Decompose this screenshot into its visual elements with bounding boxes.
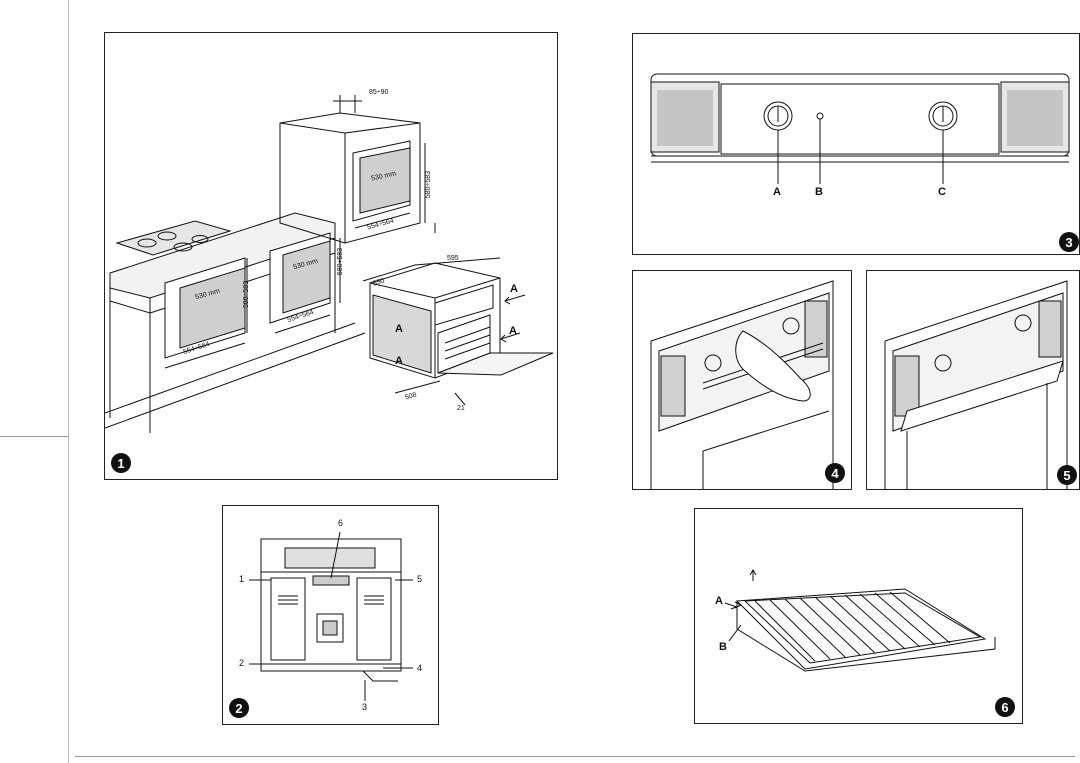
control-label-b: B <box>815 186 823 198</box>
figure-1-badge: 1 <box>111 453 131 473</box>
dim-cavity-height-mid: 580÷583 <box>337 247 345 276</box>
figure-2-oven-rear-diagram: 1 2 3 4 5 6 2 <box>222 505 439 725</box>
arrow-label-a-2: A <box>509 325 517 337</box>
figure-2-badge: 2 <box>229 698 249 718</box>
figure-5-badge: 5 <box>1057 465 1077 485</box>
figure-2-drawing <box>249 531 413 701</box>
dim-cavity-height-left: 580÷583 <box>243 280 251 309</box>
control-label-c: C <box>938 186 946 198</box>
callout-3: 3 <box>362 702 368 712</box>
figure-1-drawing <box>105 95 554 433</box>
margin-rule-left <box>0 436 68 437</box>
rack-label-a: A <box>715 595 723 607</box>
figure-6-drawing <box>724 569 996 672</box>
callout-2: 2 <box>239 658 245 668</box>
figure-3-control-panel-diagram: A B C 3 <box>632 33 1080 255</box>
dim-oven-front: 21 <box>457 405 465 412</box>
bottom-rule <box>75 756 1075 757</box>
callout-6: 6 <box>338 518 344 528</box>
margin-rule-vertical <box>68 0 69 763</box>
callout-4: 4 <box>417 663 423 673</box>
figure-3-drawing <box>650 73 1070 184</box>
figure-4-drawing <box>650 280 834 489</box>
arrow-label-a-4: A <box>395 355 403 367</box>
figure-4-panel-open-illustration: 4 <box>632 270 852 490</box>
figure-3-badge: 3 <box>1059 232 1079 252</box>
figure-1-installation-diagram: 85÷90 530 mm 580÷583 554÷564 530 mm 580÷… <box>104 32 558 480</box>
figure-5-drawing <box>884 280 1068 489</box>
callout-5: 5 <box>417 574 423 584</box>
figure-6-oven-rack-diagram: A B 6 <box>694 508 1023 724</box>
rack-label-b: B <box>719 641 727 653</box>
dim-oven-depth: 595 <box>447 255 459 262</box>
figure-5-panel-lowered-illustration: 5 <box>866 270 1080 490</box>
control-label-a: A <box>773 186 781 198</box>
dim-top-offset: 85÷90 <box>369 89 389 96</box>
arrow-label-a-3: A <box>395 323 403 335</box>
figure-6-badge: 6 <box>995 697 1015 717</box>
dim-cavity-height-upper: 580÷583 <box>425 170 433 199</box>
callout-1: 1 <box>239 574 245 584</box>
arrow-label-a-1: A <box>510 283 518 295</box>
figure-4-badge: 4 <box>825 463 845 483</box>
